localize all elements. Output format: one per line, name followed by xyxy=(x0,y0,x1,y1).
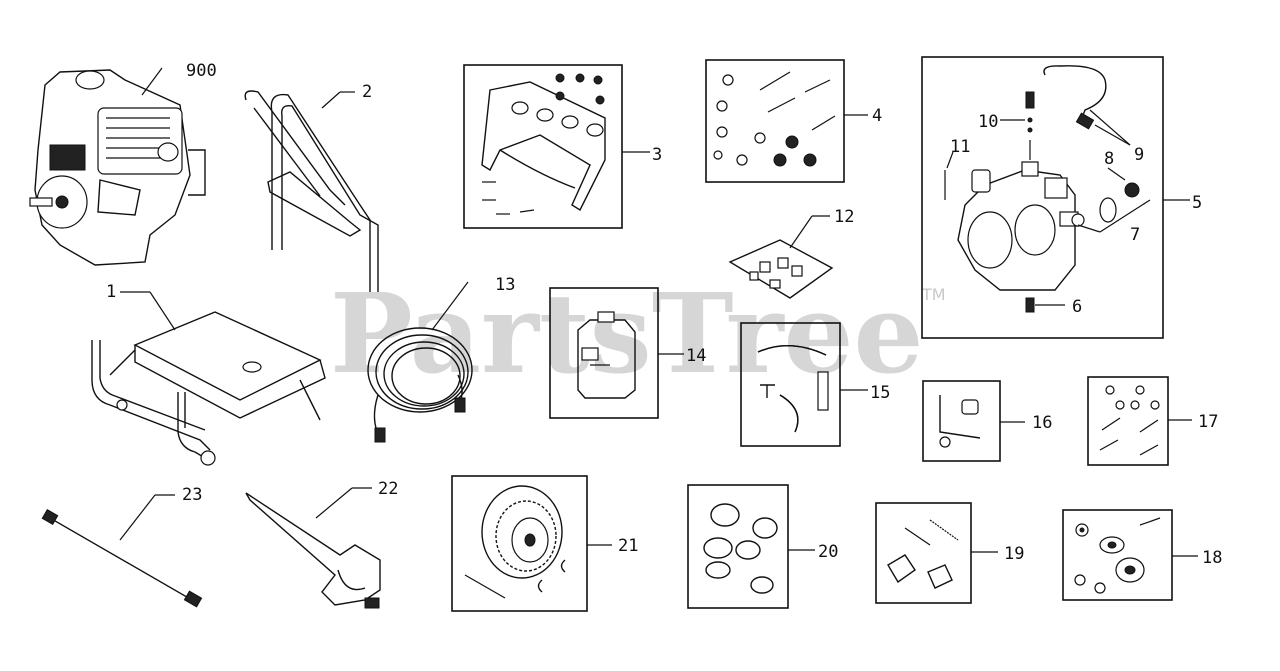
part-bearing-kit[interactable] xyxy=(1074,517,1161,594)
callout-10: 10 xyxy=(978,112,998,132)
part-oil-bottle[interactable] xyxy=(577,311,636,399)
part-wheel-kit[interactable] xyxy=(464,485,566,599)
callout-3: 3 xyxy=(652,145,662,165)
part-bag-12[interactable] xyxy=(728,239,834,299)
box-21 xyxy=(451,475,588,612)
callout-22: 22 xyxy=(378,479,398,499)
leader-1b xyxy=(149,291,176,331)
box-15 xyxy=(740,322,841,447)
leader-9b xyxy=(1094,124,1131,146)
part-caps-kit[interactable] xyxy=(703,503,778,594)
callout-23: 23 xyxy=(182,485,202,505)
callout-19: 19 xyxy=(1004,544,1024,564)
part-lance[interactable] xyxy=(41,508,203,608)
callout-6: 6 xyxy=(1072,297,1082,317)
leader-11 xyxy=(946,151,954,169)
part-spray-gun[interactable] xyxy=(245,492,381,609)
box-18 xyxy=(1062,509,1173,601)
leader-12 xyxy=(789,215,813,249)
callout-11: 11 xyxy=(950,137,970,157)
watermark-trademark: TM xyxy=(921,285,946,304)
leader-13 xyxy=(431,281,469,331)
callout-1: 1 xyxy=(106,282,116,302)
part-pump-assembly[interactable] xyxy=(944,65,1140,313)
callout-5: 5 xyxy=(1192,193,1202,213)
callout-9: 9 xyxy=(1134,145,1144,165)
callout-14: 14 xyxy=(686,346,706,366)
callout-4: 4 xyxy=(872,106,882,126)
callout-13: 13 xyxy=(495,275,515,295)
box-20 xyxy=(687,484,789,609)
box-19 xyxy=(875,502,972,604)
box-5 xyxy=(921,56,1164,339)
leader-8 xyxy=(1107,167,1126,181)
part-hardware-kit-4[interactable] xyxy=(713,71,836,167)
box-4 xyxy=(705,59,845,183)
callout-900: 900 xyxy=(186,61,217,81)
callout-7: 7 xyxy=(1130,225,1140,245)
leader-9a xyxy=(1089,109,1131,146)
callout-17: 17 xyxy=(1198,412,1218,432)
leader-2 xyxy=(321,91,341,109)
box-3 xyxy=(463,64,623,229)
box-17 xyxy=(1087,376,1169,466)
part-bracket-kit[interactable] xyxy=(481,73,606,215)
callout-12: 12 xyxy=(834,207,854,227)
leader-22 xyxy=(315,487,353,519)
callout-21: 21 xyxy=(618,536,638,556)
part-engine[interactable] xyxy=(29,69,206,266)
callout-15: 15 xyxy=(870,383,890,403)
leader-7b xyxy=(1099,199,1151,233)
callout-16: 16 xyxy=(1032,413,1052,433)
leader-7a xyxy=(1077,224,1101,233)
part-tubing[interactable] xyxy=(757,344,829,433)
callout-20: 20 xyxy=(818,542,838,562)
callout-2: 2 xyxy=(362,82,372,102)
part-hose[interactable] xyxy=(367,327,473,443)
callout-8: 8 xyxy=(1104,149,1114,169)
part-bolt-kit-19[interactable] xyxy=(887,519,959,589)
leader-900 xyxy=(141,67,163,96)
box-16 xyxy=(922,380,1001,462)
box-14 xyxy=(549,287,659,419)
part-bolt-kit-16[interactable] xyxy=(939,395,981,448)
part-hardware-kit-17[interactable] xyxy=(1099,385,1160,456)
part-handle[interactable] xyxy=(244,90,379,292)
callout-18: 18 xyxy=(1202,548,1222,568)
leader-23 xyxy=(119,494,156,541)
part-frame[interactable] xyxy=(91,311,326,466)
